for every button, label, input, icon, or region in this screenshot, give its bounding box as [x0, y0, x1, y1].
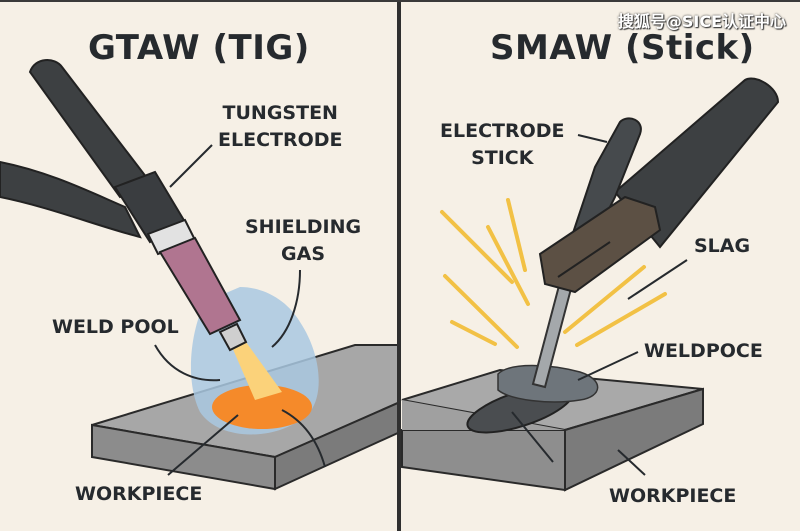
- gtaw-leader-lines: [154, 144, 326, 476]
- panel-divider: [397, 2, 401, 531]
- weld-pool-label: WELD POOL: [52, 316, 179, 338]
- smaw-panel: SMAW (Stick) ELECTRODE STICK SLAG WELDPO…: [400, 2, 800, 531]
- torch-hose-icon: [0, 160, 142, 239]
- ceramic-cup-icon: [158, 236, 242, 336]
- tungsten-tip-icon: [218, 322, 248, 352]
- shielding-gas-label: SHIELDING GAS: [245, 216, 362, 265]
- smaw-illustration: [401, 77, 780, 492]
- watermark: 搜狐号@SICE认证中心: [617, 12, 786, 31]
- holder-clamp-icon: [568, 117, 642, 244]
- weld-pool-icon: [212, 385, 312, 429]
- arc-flame-icon: [232, 342, 282, 400]
- electrode-stick-label: ELECTRODE STICK: [440, 120, 565, 169]
- torch-handle-icon: [28, 59, 152, 199]
- gtaw-panel: GTAW (TIG) TUNGSTEN ELECTRODE SHIELDING …: [0, 2, 400, 531]
- gtaw-illustration: [0, 59, 400, 491]
- slag-label: SLAG: [694, 235, 751, 257]
- tungsten-electrode-label: TUNGSTEN ELECTRODE: [218, 102, 343, 151]
- gtaw-title: GTAW (TIG): [88, 28, 310, 68]
- workpiece-label-right: WORKPIECE: [609, 485, 737, 507]
- smaw-leader-lines: [511, 134, 688, 476]
- smaw-title: SMAW (Stick): [490, 28, 755, 68]
- slag-icon: [497, 364, 599, 403]
- weld-pool-label-right: WELDPOCE: [644, 340, 763, 362]
- sparks-icon: [440, 198, 667, 349]
- holder-cable-icon: [613, 77, 780, 249]
- workpiece-label-left: WORKPIECE: [75, 483, 203, 505]
